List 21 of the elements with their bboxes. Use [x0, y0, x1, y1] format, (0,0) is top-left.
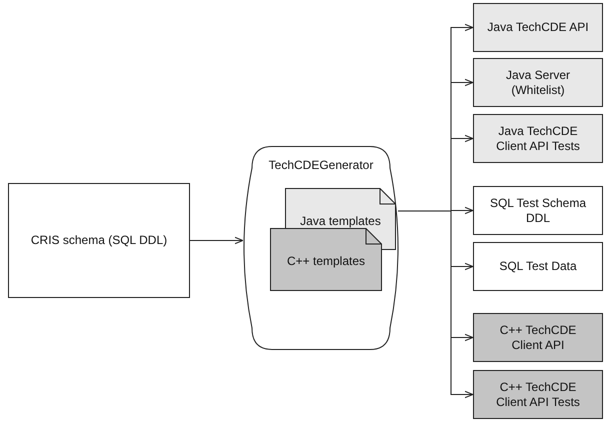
node-label: Java templates	[300, 214, 381, 228]
node-label: Java TechCDE Client API Tests	[495, 124, 581, 154]
node-label: C++ TechCDE Client API	[498, 322, 578, 352]
node-label: SQL Test Schema DDL	[488, 196, 588, 226]
output-box	[473, 186, 603, 235]
output-box	[473, 313, 603, 362]
node-label: C++ templates	[286, 254, 366, 269]
output-box	[473, 114, 603, 163]
output-box	[473, 58, 603, 107]
container-title: TechCDEGenerator	[268, 158, 374, 173]
node-label: CRIS schema (SQL DDL)	[30, 233, 168, 248]
arrow	[398, 210, 474, 398]
input-box	[8, 183, 190, 298]
output-box	[473, 370, 603, 419]
output-box	[473, 242, 603, 291]
output-box	[473, 3, 603, 52]
node-label: SQL Test Data	[498, 259, 578, 274]
arrow	[190, 236, 244, 244]
node-label: Java Server (Whitelist)	[504, 68, 572, 98]
node-label: Java TechCDE API	[486, 20, 590, 35]
node-label: C++ TechCDE Client API Tests	[495, 380, 581, 410]
